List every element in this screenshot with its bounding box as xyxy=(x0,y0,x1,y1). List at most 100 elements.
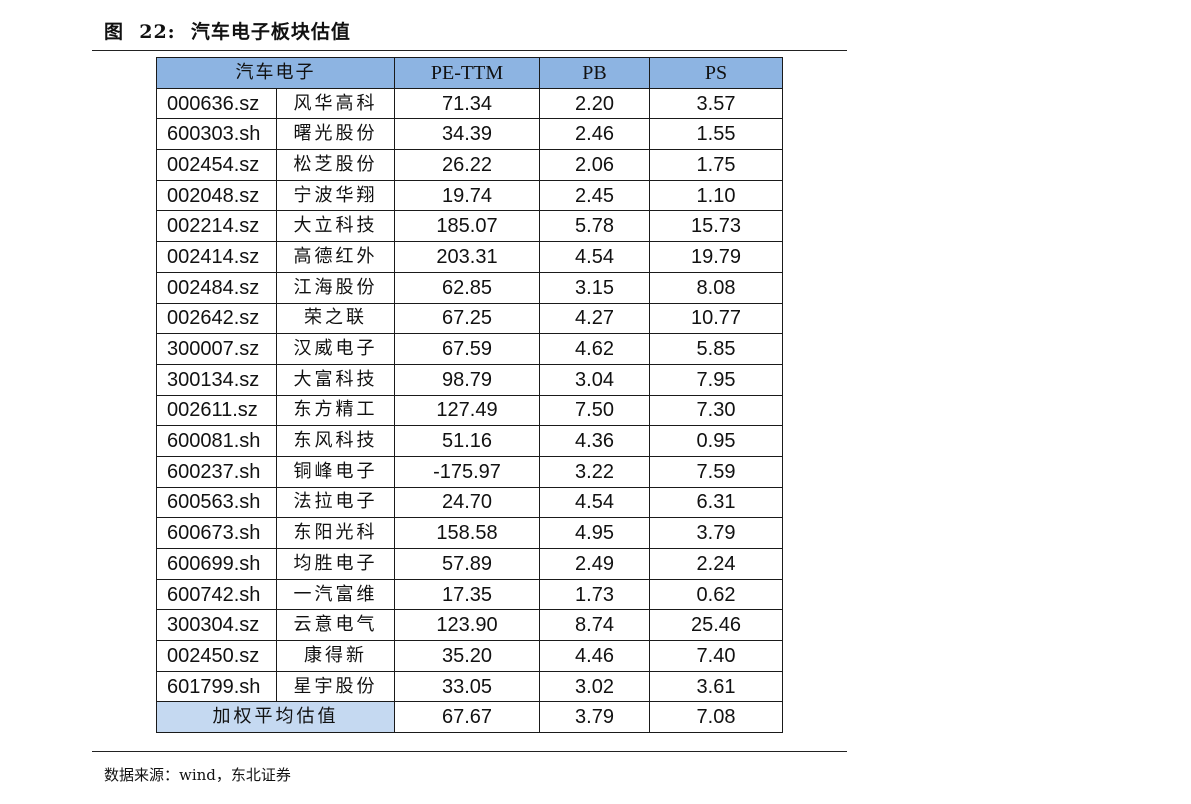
stock-code: 000636.sz xyxy=(156,87,277,120)
pb-value: 5.78 xyxy=(539,210,650,243)
pe-ttm-value: 24.70 xyxy=(394,486,540,519)
stock-name: 高德红外 xyxy=(276,241,395,273)
ps-value: 25.46 xyxy=(649,609,783,642)
ps-value: 1.10 xyxy=(649,179,783,212)
stock-name: 一汽富维 xyxy=(276,578,395,611)
ps-value: 15.73 xyxy=(649,210,783,243)
ps-value: 1.75 xyxy=(649,149,783,181)
pb-value: 3.04 xyxy=(539,363,650,396)
stock-code: 600699.sh xyxy=(156,548,277,580)
stock-name: 荣之联 xyxy=(276,302,395,335)
stock-code: 002048.sz xyxy=(156,179,277,212)
figure-title: 图 22: 汽车电子板块估值 xyxy=(104,21,351,43)
ps-value: 6.31 xyxy=(649,486,783,519)
ps-value: 3.79 xyxy=(649,517,783,549)
header-sector: 汽车电子 xyxy=(156,57,395,89)
pe-ttm-value: 51.16 xyxy=(394,425,540,457)
pe-ttm-value: 123.90 xyxy=(394,609,540,642)
ps-value: 0.95 xyxy=(649,425,783,457)
stock-name: 均胜电子 xyxy=(276,548,395,580)
stock-code: 002450.sz xyxy=(156,640,277,672)
pe-ttm-value: 62.85 xyxy=(394,271,540,304)
pe-ttm-value: 71.34 xyxy=(394,87,540,120)
stock-code: 600563.sh xyxy=(156,486,277,519)
stock-name: 曙光股份 xyxy=(276,118,395,151)
ps-value: 3.57 xyxy=(649,87,783,120)
stock-code: 600303.sh xyxy=(156,118,277,151)
pb-value: 4.27 xyxy=(539,302,650,335)
ps-value: 7.40 xyxy=(649,640,783,672)
ps-value: 0.62 xyxy=(649,578,783,611)
stock-code: 300134.sz xyxy=(156,363,277,396)
pb-value: 2.06 xyxy=(539,149,650,181)
stock-code: 600742.sh xyxy=(156,578,277,611)
ps-value: 10.77 xyxy=(649,302,783,335)
ps-value: 7.95 xyxy=(649,363,783,396)
stock-code: 002454.sz xyxy=(156,149,277,181)
ps-value: 3.61 xyxy=(649,670,783,703)
stock-code: 300304.sz xyxy=(156,609,277,642)
stock-code: 600237.sh xyxy=(156,455,277,488)
stock-name: 铜峰电子 xyxy=(276,455,395,488)
stock-name: 星宇股份 xyxy=(276,670,395,703)
stock-name: 康得新 xyxy=(276,640,395,672)
pe-ttm-value: 17.35 xyxy=(394,578,540,611)
pe-ttm-value: 98.79 xyxy=(394,363,540,396)
weighted-average-row: 加权平均估值 67.67 3.79 7.08 xyxy=(156,701,783,734)
stock-name: 东阳光科 xyxy=(276,517,395,549)
source-note: 数据来源：wind，东北证券 xyxy=(104,766,291,784)
pe-ttm-value: 203.31 xyxy=(394,241,540,273)
stock-code: 002414.sz xyxy=(156,241,277,273)
pe-ttm-value: 67.59 xyxy=(394,333,540,365)
average-ps: 7.08 xyxy=(649,701,783,734)
pb-value: 2.45 xyxy=(539,179,650,212)
stock-code: 002611.sz xyxy=(156,394,277,427)
header-pe-ttm: PE-TTM xyxy=(394,57,540,89)
header-pb: PB xyxy=(539,57,650,89)
ps-value: 7.30 xyxy=(649,394,783,427)
header-ps: PS xyxy=(649,57,783,89)
stock-code: 002214.sz xyxy=(156,210,277,243)
ps-value: 7.59 xyxy=(649,455,783,488)
pe-ttm-value: 26.22 xyxy=(394,149,540,181)
pb-value: 3.22 xyxy=(539,455,650,488)
stock-code: 300007.sz xyxy=(156,333,277,365)
pb-value: 3.15 xyxy=(539,271,650,304)
ps-value: 2.24 xyxy=(649,548,783,580)
pe-ttm-value: 34.39 xyxy=(394,118,540,151)
pe-ttm-value: 127.49 xyxy=(394,394,540,427)
stock-code: 600081.sh xyxy=(156,425,277,457)
ps-value: 5.85 xyxy=(649,333,783,365)
table-header-row: 汽车电子 PE-TTM PB PS xyxy=(156,57,783,89)
pb-value: 4.54 xyxy=(539,486,650,519)
pe-ttm-value: 33.05 xyxy=(394,670,540,703)
pe-ttm-value: 19.74 xyxy=(394,179,540,212)
stock-code: 601799.sh xyxy=(156,670,277,703)
stock-name: 松芝股份 xyxy=(276,149,395,181)
stock-name: 江海股份 xyxy=(276,271,395,304)
stock-name: 大富科技 xyxy=(276,363,395,396)
pb-value: 4.62 xyxy=(539,333,650,365)
stock-name: 东方精工 xyxy=(276,394,395,427)
ps-value: 19.79 xyxy=(649,241,783,273)
pb-value: 2.46 xyxy=(539,118,650,151)
pb-value: 2.20 xyxy=(539,87,650,120)
average-pb: 3.79 xyxy=(539,701,650,734)
stock-name: 宁波华翔 xyxy=(276,179,395,212)
top-rule-divider xyxy=(92,50,847,51)
